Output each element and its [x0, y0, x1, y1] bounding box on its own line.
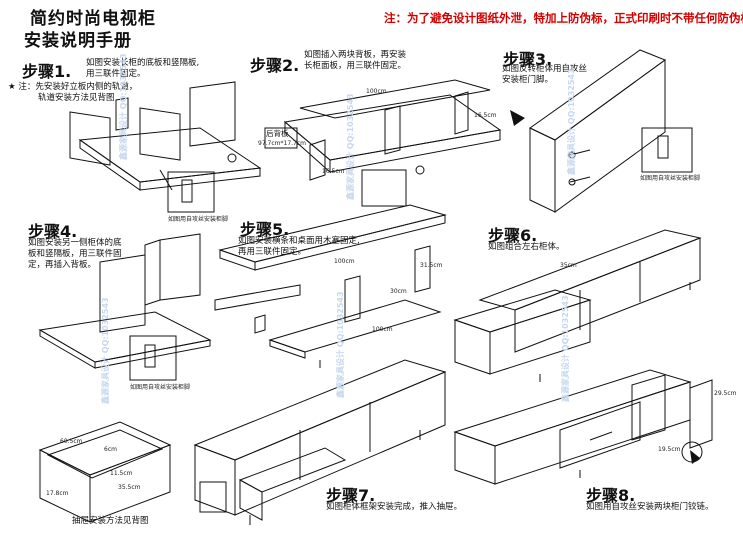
watermark: 鑫源家具设计 QQ:1032543	[567, 68, 576, 175]
dim-label: 35cm	[560, 262, 577, 269]
step1-desc-line1: 如图安装长柜的底板和竖隔板,	[86, 58, 200, 68]
foot-note-2: 如图用自攻丝安装柜脚	[640, 175, 701, 182]
step2-heading: 步骤2.	[250, 56, 300, 75]
step4-desc-line1: 如图安装另一侧柜体的底	[28, 238, 122, 248]
watermark: 鑫源家具设计 QQ:1032543	[561, 295, 570, 402]
watermark: 鑫源家具设计 QQ:1032543	[336, 291, 345, 398]
dim-label: 31.5cm	[420, 262, 443, 269]
step1-heading: 步骤1.	[22, 62, 72, 81]
step2-desc-line2: 长柜面板，用三联件固定。	[304, 61, 407, 71]
watermark: 鑫源家具设计 QQ:1032543	[119, 53, 128, 160]
dim-label: 60.5cm	[60, 438, 83, 445]
step6-desc-line1: 如图组合左右柜体。	[488, 242, 565, 252]
step5-heading: 步骤5.	[240, 220, 290, 239]
dim-label: 6cm	[104, 446, 117, 453]
step5-illustration	[214, 204, 447, 368]
step6-heading: 步骤6.	[488, 226, 538, 245]
rear-panel-label: 后背板	[266, 129, 289, 138]
step4-description: 如图安装另一侧柜体的底 板和竖隔板，用三联件固 定，再插入背板。	[28, 238, 122, 271]
dim-label: 35.5cm	[118, 484, 141, 491]
step5-description: 如图安装横条和桌面用木塞固定, 再用三联件固定。	[238, 236, 360, 258]
step8-description: 如图用自攻丝安装两块柜门铰链。	[586, 502, 714, 513]
step2-desc-line1: 如图插入两块背板，再安装	[304, 50, 407, 60]
step1-description: 如图安装长柜的底板和竖隔板, 用三联件固定。	[86, 58, 199, 80]
step6-illustration	[453, 229, 702, 382]
step7-description: 如图柜体框架安装完成，推入抽屉。	[326, 502, 462, 513]
step3-desc-line1: 如图反转柜体用自攻丝	[502, 64, 588, 74]
dim-label: 100cm	[334, 258, 355, 265]
step3-heading: 步骤3.	[503, 50, 553, 69]
step3-illustration	[529, 49, 693, 213]
step6-description: 如图组合左右柜体。	[488, 242, 565, 253]
rear-panel-dimension: 97.7cm*17.7cm	[258, 140, 307, 147]
step5-desc-line2: 再用三联件固定。	[238, 247, 307, 257]
rail-note-line2: 轨道安装方法见背图	[38, 93, 115, 103]
anti-counterfeit-warning: 注：为了避免设计图纸外泄，特加上防伪标，正式印刷时不带任何防伪标！	[384, 11, 743, 25]
step4-illustration	[38, 233, 212, 381]
step5-desc-line1: 如图安装横条和桌面用木塞固定,	[238, 236, 360, 246]
step7-heading: 步骤7.	[326, 486, 376, 505]
step4-desc-line3: 定，再插入背板。	[28, 260, 97, 270]
step2-description: 如图插入两块背板，再安装 长柜面板，用三联件固定。	[304, 50, 406, 72]
dim-label: 100cm	[366, 88, 387, 95]
rail-note-line1: 注：先安装好立板内侧的轨道，	[18, 82, 138, 92]
step7-desc-line1: 如图柜体框架安装完成，推入抽屉。	[326, 502, 463, 512]
dim-label: 16.5cm	[474, 112, 497, 119]
dim-label: 29.5cm	[714, 390, 737, 397]
step3-description: 如图反转柜体用自攻丝 安装柜门脚。	[502, 64, 587, 86]
step8-desc-line1: 如图用自攻丝安装两块柜门铰链。	[586, 502, 714, 512]
step2-illustration	[264, 79, 502, 207]
dim-label: 30cm	[390, 288, 407, 295]
step8-heading: 步骤8.	[586, 486, 636, 505]
step8-illustration	[453, 369, 713, 485]
step4-heading: 步骤4.	[28, 222, 78, 241]
dim-label: 16.5cm	[322, 168, 345, 175]
watermark: 鑫源家具设计 QQ:1032543	[346, 93, 355, 200]
dim-label: 17.8cm	[46, 490, 69, 497]
step4-desc-line2: 板和竖隔板，用三联件固	[28, 249, 122, 259]
step1-desc-line2: 用三联件固定。	[86, 69, 146, 79]
dim-label: 100cm	[372, 326, 393, 333]
dim-label: 19.5cm	[658, 446, 681, 453]
foot-note-3: 如图用自攻丝安装柜脚	[130, 384, 191, 391]
dim-label: 11.5cm	[110, 470, 133, 477]
drawer-caption: 抽屉安装方法见背图	[72, 516, 149, 526]
step1-illustration	[69, 81, 262, 213]
watermark: 鑫源家具设计 QQ:1032543	[101, 297, 110, 404]
foot-note-1: 如图用自攻丝安装柜脚	[168, 216, 229, 223]
drawer-illustration	[38, 421, 172, 523]
title-line1: 简约时尚电视柜	[30, 9, 156, 29]
star-icon: ★	[8, 82, 16, 92]
step7-illustration	[193, 359, 447, 525]
step3-desc-line2: 安装柜门脚。	[502, 75, 554, 85]
rail-note: ★ 注：先安装好立板内侧的轨道， 轨道安装方法见背图	[8, 82, 137, 104]
title-line2: 安装说明手册	[24, 31, 132, 51]
